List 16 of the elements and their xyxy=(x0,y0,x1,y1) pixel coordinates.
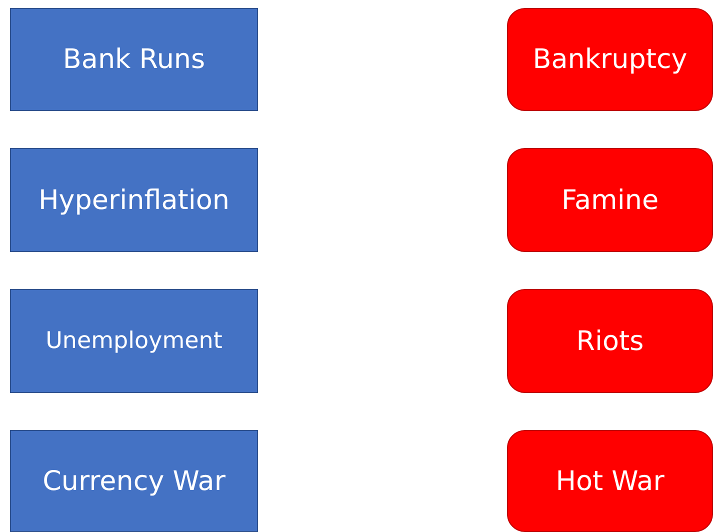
node-label: Riots xyxy=(576,326,644,356)
node-label: Unemployment xyxy=(46,328,222,354)
process-box xyxy=(10,430,258,532)
node-label: Currency War xyxy=(42,466,226,496)
process-box xyxy=(10,8,258,111)
node-label: Hyperinflation xyxy=(38,184,230,216)
rounded-box xyxy=(507,8,713,111)
process-box xyxy=(10,289,258,393)
node-label: Famine xyxy=(561,184,659,216)
node-label: Bank Runs xyxy=(62,44,206,75)
node-label: Bankruptcy xyxy=(532,44,688,75)
rounded-box xyxy=(507,148,713,252)
rounded-box xyxy=(507,289,713,393)
process-box xyxy=(10,148,258,252)
node-label: Hot War xyxy=(556,466,664,496)
rounded-box xyxy=(507,430,713,532)
